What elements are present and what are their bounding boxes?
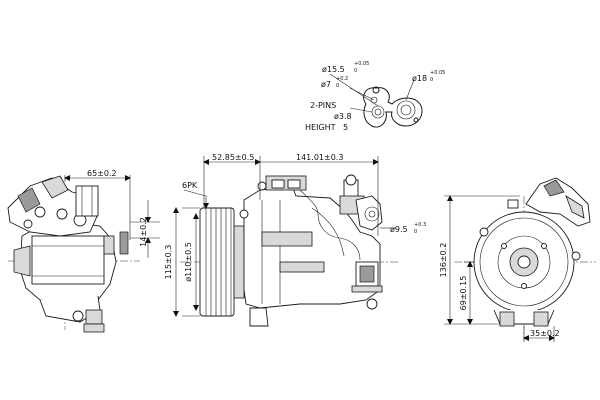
- clutch-length-dimension: 52.85±0.5: [212, 153, 254, 162]
- connector-d2-tol: +0.2: [336, 76, 348, 82]
- left-offset-dimension: 14±0.2: [139, 217, 148, 247]
- left-width-dimension: 65±0.2: [87, 169, 117, 178]
- connector-d1-tol2: 0: [354, 68, 357, 74]
- center-side-view: [173, 156, 398, 327]
- belt-type-label: 6PK: [182, 181, 198, 190]
- connector-part-drawing: [329, 73, 423, 128]
- connector-d2-tol2: 0: [336, 83, 339, 89]
- connector-detail: ø15.5 +0.05 0 ø7 +0.2 0 ø18 +0.05 0 2-PI…: [305, 61, 445, 132]
- port-tolerance-lower: 0: [414, 229, 417, 235]
- connector-d3-label: ø18: [412, 74, 427, 83]
- right-center-height-dimension: 69±0.15: [459, 276, 468, 311]
- connector-d1-tol: +0.05: [354, 61, 369, 67]
- connector-pin-dia-label: ø3.8: [334, 112, 352, 121]
- right-height-dimension: 136±0.2: [439, 243, 448, 278]
- port-diameter-dimension: ø9.5: [390, 225, 408, 234]
- left-end-view: [7, 175, 160, 333]
- connector-d1-label: ø15.5: [322, 65, 345, 74]
- port-tolerance-upper: +0.3: [414, 222, 426, 228]
- right-width-dimension: 35±0.2: [530, 329, 560, 338]
- connector-height-value: 5: [343, 123, 348, 132]
- connector-height-label: HEIGHT: [305, 123, 336, 132]
- housing-diameter-dimension: 115±0.3: [164, 245, 173, 280]
- connector-d3-tol: +0.05: [430, 70, 445, 76]
- connector-d3-tol2: 0: [430, 77, 433, 83]
- connector-pins-label: 2-PINS: [310, 101, 336, 110]
- right-front-view: [444, 177, 596, 342]
- connector-d2-label: ø7: [321, 80, 331, 89]
- pulley-diameter-dimension: ø110±0.5: [184, 242, 193, 282]
- body-length-dimension: 141.01±0.3: [296, 153, 343, 162]
